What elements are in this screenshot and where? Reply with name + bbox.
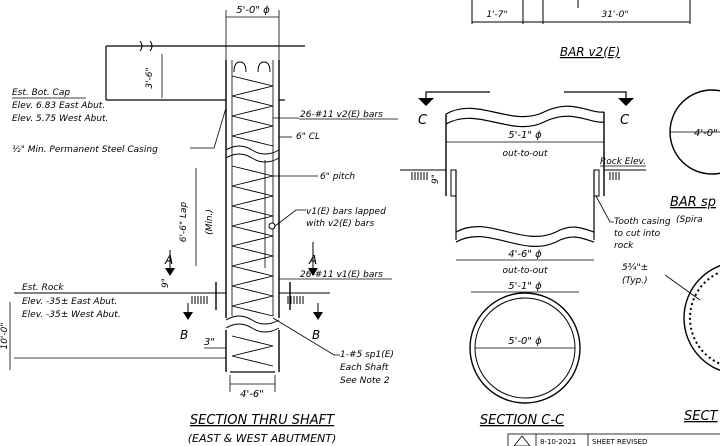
cc-outer-circle (469, 292, 581, 404)
cut-c-left: C (418, 113, 428, 128)
cc-title: SECTION C-C (480, 413, 565, 428)
tooth-casing-detail: C C 5'-1" ϕ out-to-out Rock Elev. 9" (400, 91, 671, 276)
section-partial-circle (683, 264, 720, 372)
revision-date: 8-10-2021 (540, 438, 576, 446)
revision-label: SHEET REVISED (592, 438, 647, 446)
section-subtitle: (EAST & WEST ABUTMENT) (188, 432, 337, 445)
section-title: SECTION THRU SHAFT (190, 413, 335, 428)
leader (272, 317, 340, 356)
cut-c-right: C (620, 113, 630, 128)
pitch-label: 6" pitch (320, 172, 355, 182)
spiral-dots (689, 271, 720, 365)
cut-line-c (564, 91, 627, 104)
section-c-c: 5'-1" ϕ 5'-0" ϕ SECTION C-C (469, 281, 581, 428)
cut-a-left: A (164, 253, 173, 267)
dim-3-label: 3" (204, 337, 215, 348)
cut-arrow (183, 312, 193, 320)
bar-v2-detail: 1'-7" 31'-0" BAR v2(E) (471, 0, 691, 59)
break-line (225, 323, 280, 333)
rock-hatch (191, 296, 304, 304)
right-edge-details: 4'-0" BAR sp (Spira 5¾"± (Typ.) SECT 8-1… (507, 89, 720, 446)
sect-partial-title: SECT (684, 409, 719, 424)
dim-bottom-label: 4'-6" ϕ (508, 249, 542, 260)
spiral-label-2: Each Shaft (340, 363, 389, 373)
cut-b-left: B (180, 328, 188, 342)
bar-dim-right: 31'-0" (601, 10, 628, 20)
lap-min-label: (Min.) (205, 209, 215, 235)
dia-top-label: 5'-0" ϕ (236, 5, 270, 16)
cut-arrow (313, 312, 323, 320)
spiral-upper (231, 75, 274, 147)
cut-arrow (165, 268, 175, 276)
bar-dim-left: 1'-7" (486, 10, 507, 20)
dim-10-label: 10'-0" (0, 322, 10, 349)
cc-dim-top: 5'-1" ϕ (508, 281, 542, 292)
leader (595, 195, 614, 223)
break-line (225, 153, 280, 163)
small-dim-label: 5¾"± (622, 263, 648, 273)
dim-9-label: 9" (161, 278, 171, 288)
leader (664, 274, 701, 301)
lap-label: 6'-6" Lap (179, 202, 189, 243)
spiral-lower (231, 165, 274, 317)
cut-arrow (618, 98, 634, 106)
cap-label-3: Elev. 5.75 West Abut. (12, 114, 108, 124)
rock-label-3: Elev. -35± West Abut. (22, 310, 121, 320)
tooth-note-1: Tooth casing (614, 217, 671, 227)
cut-b-right: B (312, 328, 320, 342)
rock-hatch (411, 172, 620, 180)
break-top (445, 105, 605, 118)
casing-label: ½" Min. Permanent Steel Casing (12, 145, 158, 155)
out-to-out-bottom: out-to-out (502, 266, 547, 276)
break-bottom (455, 236, 595, 247)
lap-bar-dot (268, 222, 276, 230)
bars-v2-label: 26-#11 v2(E) bars (300, 110, 383, 120)
circle-dim-label: 4'-0" (694, 128, 718, 139)
rock-label-1: Est. Rock (22, 283, 64, 293)
tooth-left (450, 169, 457, 197)
tooth-right (593, 169, 600, 197)
rock-label-2: Elev. -35± East Abut. (22, 297, 117, 307)
revision-triangle-icon (513, 435, 531, 446)
dim-cap-label: 3'-6" (145, 67, 155, 88)
break-symbol (139, 40, 153, 52)
bars-v1-label: 26-#11 v1(E) bars (300, 270, 383, 280)
cc-dim-inner: 5'-0" ϕ (508, 336, 542, 347)
cut-a-right: A (308, 253, 317, 267)
revision-block (507, 433, 720, 446)
cl-label: 6" CL (296, 132, 320, 142)
tooth-note-3: rock (614, 241, 634, 251)
leader (274, 209, 306, 227)
casing-leader (190, 107, 227, 149)
break-line (225, 145, 280, 155)
break-bottom (455, 226, 595, 237)
tooth-note-2: to cut into (614, 229, 661, 239)
spiral-bottom (231, 335, 274, 367)
rock-elev-label: Rock Elev. (600, 157, 646, 167)
break-line (225, 315, 280, 325)
spiral-label-1: 1-#5 sp1(E) (340, 350, 394, 360)
dia-bottom-label: 4'-6" (240, 389, 264, 400)
lapped-label-2: with v2(E) bars (306, 219, 375, 229)
cut-arrow (308, 268, 318, 276)
rebar-hooks (233, 61, 271, 73)
dim-9-mid: 9" (431, 174, 441, 184)
typ-label: (Typ.) (622, 276, 648, 286)
spiral-label-3: See Note 2 (340, 376, 390, 386)
section-thru-shaft: 5'-0" ϕ 3'-6" Est. Bot. Cap Elev. 6.83 E… (0, 5, 398, 445)
lapped-label-1: v1(E) bars lapped (306, 207, 386, 217)
spiral-note: (Spira (676, 215, 703, 225)
bar-sp-title: BAR sp (670, 195, 716, 210)
dim-top-label: 5'-1" ϕ (508, 130, 542, 141)
cap-label-2: Elev. 6.83 East Abut. (12, 101, 105, 111)
out-to-out-top: out-to-out (502, 149, 547, 159)
break-top (445, 115, 605, 128)
bar-v2-title: BAR v2(E) (560, 45, 620, 59)
cut-arrow (418, 98, 434, 106)
cut-line-c (425, 91, 490, 104)
cap-label-1: Est. Bot. Cap (12, 88, 70, 98)
